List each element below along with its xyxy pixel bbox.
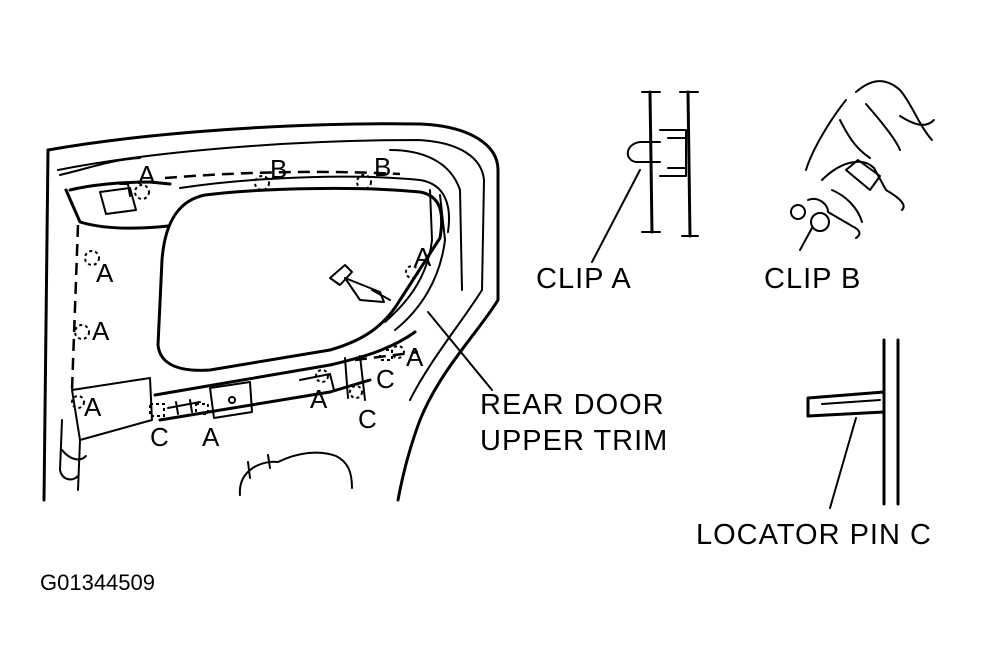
- clip-a-label: CLIP A: [536, 263, 632, 295]
- callout-b-right: B: [374, 152, 391, 182]
- callout-a-top: A: [138, 160, 156, 190]
- clip-a-detail: [591, 90, 699, 263]
- locator-pin-label: LOCATOR PIN C: [696, 519, 932, 551]
- window-handle: [329, 264, 391, 303]
- trim-label-line1: REAR DOOR: [480, 389, 665, 421]
- clip-markers: [71, 174, 419, 417]
- side-trim-panel: [59, 224, 153, 491]
- door-outline: [42, 122, 500, 502]
- callout-c-lower-right: C: [376, 364, 395, 394]
- upper-trim: [64, 170, 446, 331]
- callout-a-left-middle: A: [92, 316, 110, 346]
- callout-c-bottom-left: C: [150, 422, 169, 452]
- figure-code: G01344509: [40, 570, 155, 595]
- window-opening: [156, 175, 450, 372]
- callout-a-window-right: A: [414, 242, 432, 272]
- locator-pin-detail: [806, 338, 900, 509]
- callout-a-bar-middle: A: [310, 384, 328, 414]
- callout-a-lower-right: A: [406, 342, 424, 372]
- callout-c-bar-middle: C: [358, 404, 377, 434]
- callout-b-left: B: [270, 154, 287, 184]
- trim-leader-line: [427, 311, 493, 391]
- callout-a-left-lower: A: [84, 392, 102, 422]
- lower-panel-contour: [238, 451, 353, 496]
- callout-a-left-upper: A: [96, 258, 114, 288]
- door-callouts: A B B A A A A A C A C C A: [84, 152, 432, 452]
- clip-b-detail: [790, 80, 935, 251]
- trim-label-line2: UPPER TRIM: [480, 425, 668, 457]
- callout-a-bottom: A: [202, 422, 220, 452]
- lower-trim-bar: [153, 330, 419, 422]
- clip-b-label: CLIP B: [764, 263, 861, 295]
